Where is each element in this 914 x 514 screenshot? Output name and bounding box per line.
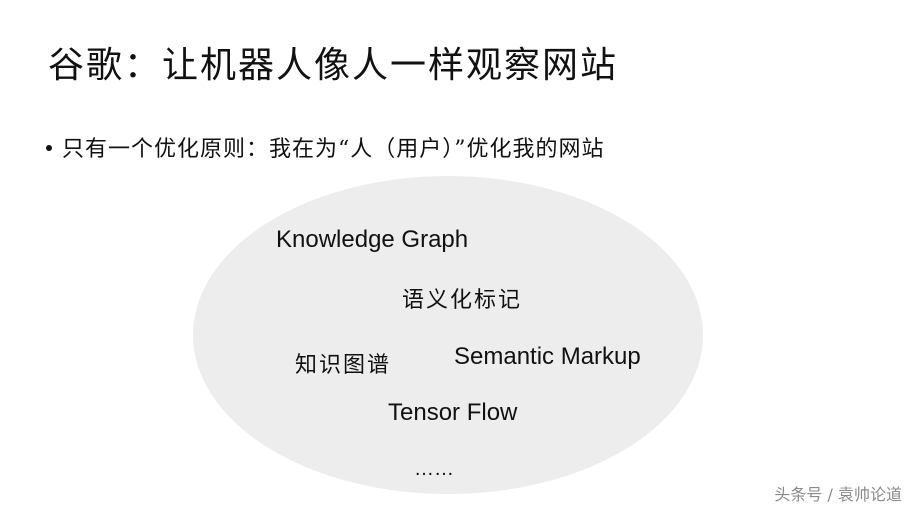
term-semantic-markup-cn: 语义化标记 (402, 288, 523, 313)
bullet-dot-icon (46, 145, 52, 151)
bullet-point: 只有一个优化原则：我在为“人（用户）”优化我的网站 (46, 134, 605, 166)
term-ellipsis: …… (414, 458, 454, 480)
bullet-text: 只有一个优化原则：我在为“人（用户）”优化我的网站 (62, 137, 605, 162)
term-knowledge-graph-cn: 知识图谱 (295, 353, 392, 378)
slide-title: 谷歌：让机器人像人一样观察网站 (48, 45, 619, 86)
term-semantic-markup-en: Semantic Markup (454, 343, 641, 370)
watermark: 头条号 / 袁帅论道 (774, 485, 902, 504)
term-knowledge-graph-en: Knowledge Graph (276, 226, 469, 253)
concept-ellipse (193, 176, 703, 494)
term-tensor-flow: Tensor Flow (388, 399, 518, 426)
